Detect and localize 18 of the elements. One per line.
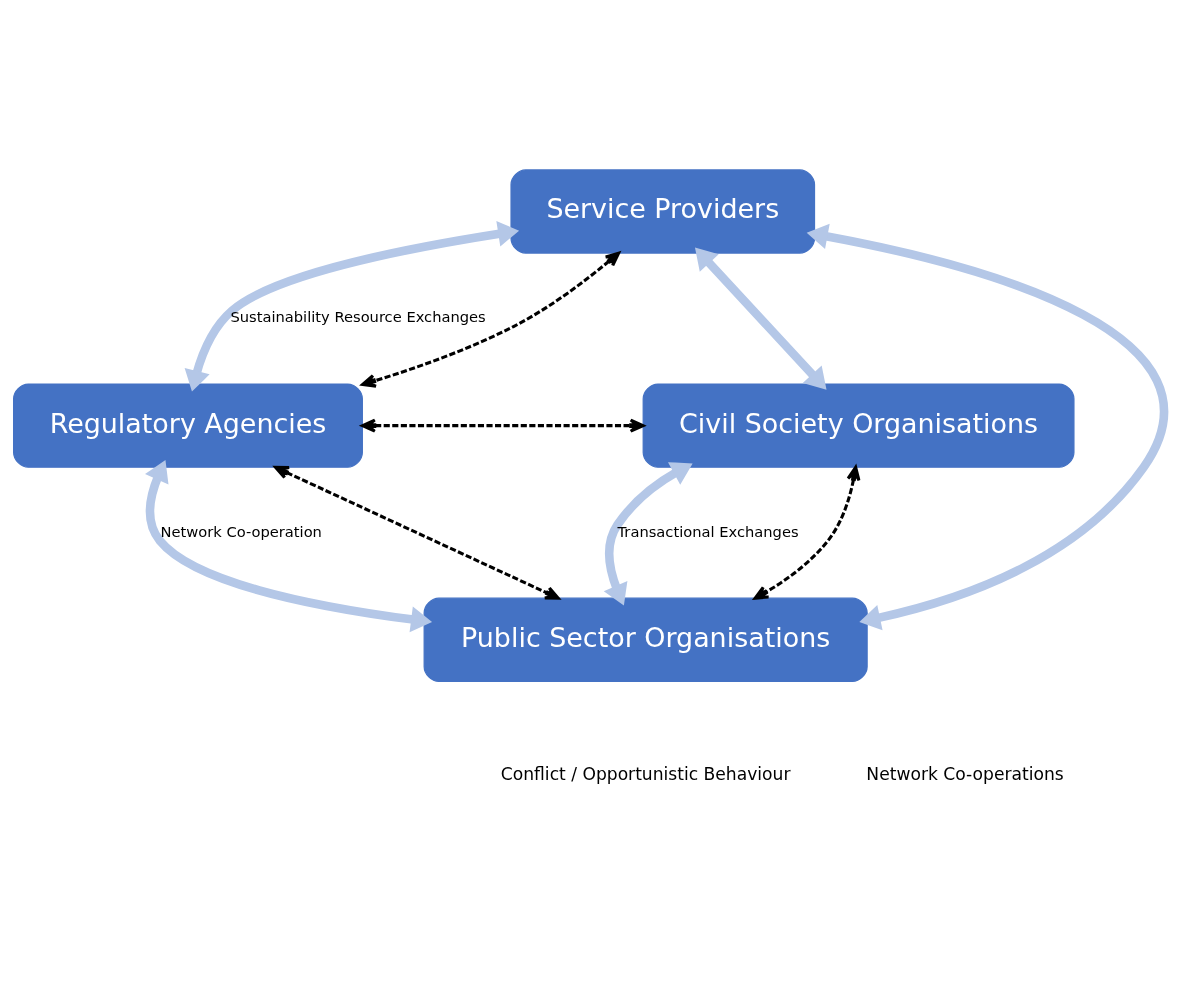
legend-label: Network Co-operations [866, 763, 1064, 784]
node-box: Regulatory Agencies [13, 383, 363, 468]
node-box: Public Sector Organisations [423, 597, 868, 682]
arrow [694, 247, 827, 390]
arrow [274, 465, 560, 600]
arrow [184, 221, 520, 392]
edge-label: Network Co-operation [160, 522, 322, 540]
node-box: Service Providers [510, 169, 816, 254]
legend-label: Conflict / Opportunistic Behaviour [500, 763, 791, 784]
arrow [145, 460, 433, 633]
arrow [806, 223, 1168, 631]
edge-label: Transactional Exchanges [617, 522, 799, 540]
arrow [361, 418, 645, 433]
arrow [753, 465, 861, 600]
arrow [603, 462, 693, 606]
arrow [361, 251, 621, 388]
node-box: Civil Society Organisations [642, 383, 1075, 468]
edge-label: Sustainability Resource Exchanges [230, 308, 486, 326]
